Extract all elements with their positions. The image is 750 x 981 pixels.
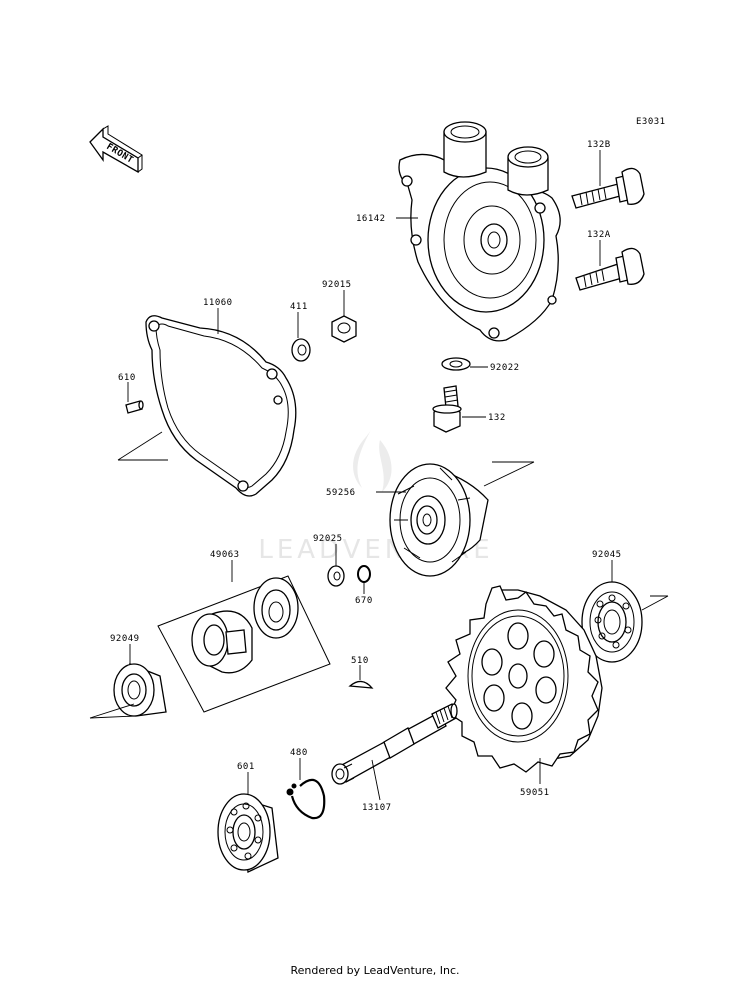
part-label-601: 601 xyxy=(237,762,255,772)
part-label-132: 132 xyxy=(488,413,506,423)
pump-cover-gasket: 11060 xyxy=(117,298,297,497)
front-arrow-icon: FRONT xyxy=(89,125,143,174)
flanged-bolt-long: 132B xyxy=(571,140,645,209)
part-label-11060: 11060 xyxy=(203,298,233,308)
part-label-510: 510 xyxy=(351,656,369,666)
impeller: 59256 xyxy=(326,461,535,577)
part-label-670: 670 xyxy=(355,596,373,606)
part-label-16142: 16142 xyxy=(356,214,386,224)
woodruff-key: 510 xyxy=(348,656,374,689)
mechanical-seal-set: 49063 xyxy=(157,550,331,713)
small-washer: 92025 xyxy=(313,534,345,587)
gasket-washer: 92022 xyxy=(441,357,520,373)
washer: 411 xyxy=(290,302,311,362)
dowel-pin: 610 xyxy=(118,373,144,414)
part-label-92025: 92025 xyxy=(313,534,343,544)
water-pump-cover: 16142 xyxy=(356,121,561,342)
part-label-610: 610 xyxy=(118,373,136,383)
footer-credit: Rendered by LeadVenture, Inc. xyxy=(290,964,460,977)
pump-gear: 59051 xyxy=(445,585,603,798)
pump-shaft: 13107 xyxy=(331,703,458,813)
nut: 92015 xyxy=(322,280,357,343)
oil-seal: 92049 xyxy=(89,634,167,719)
ball-bearing-left: 601 xyxy=(217,762,279,873)
part-label-92045: 92045 xyxy=(592,550,622,560)
part-label-480: 480 xyxy=(290,748,308,758)
part-label-132a: 132A xyxy=(587,230,611,240)
part-label-59051: 59051 xyxy=(520,788,550,798)
part-label-13107: 13107 xyxy=(362,803,392,813)
circlip: 480 xyxy=(286,748,326,820)
part-label-132b: 132B xyxy=(587,140,611,150)
o-ring: 670 xyxy=(355,565,373,606)
part-label-59256: 59256 xyxy=(326,488,356,498)
flanged-bolt: 132A xyxy=(575,230,645,291)
part-label-92049: 92049 xyxy=(110,634,140,644)
diagram-code: E3031 xyxy=(636,117,666,127)
part-label-411: 411 xyxy=(290,302,308,312)
part-label-49063: 49063 xyxy=(210,550,240,560)
ball-bearing-right: 92045 xyxy=(581,550,669,663)
part-label-92015: 92015 xyxy=(322,280,352,290)
drain-bolt: 132 xyxy=(432,385,506,433)
part-label-92022: 92022 xyxy=(490,363,520,373)
